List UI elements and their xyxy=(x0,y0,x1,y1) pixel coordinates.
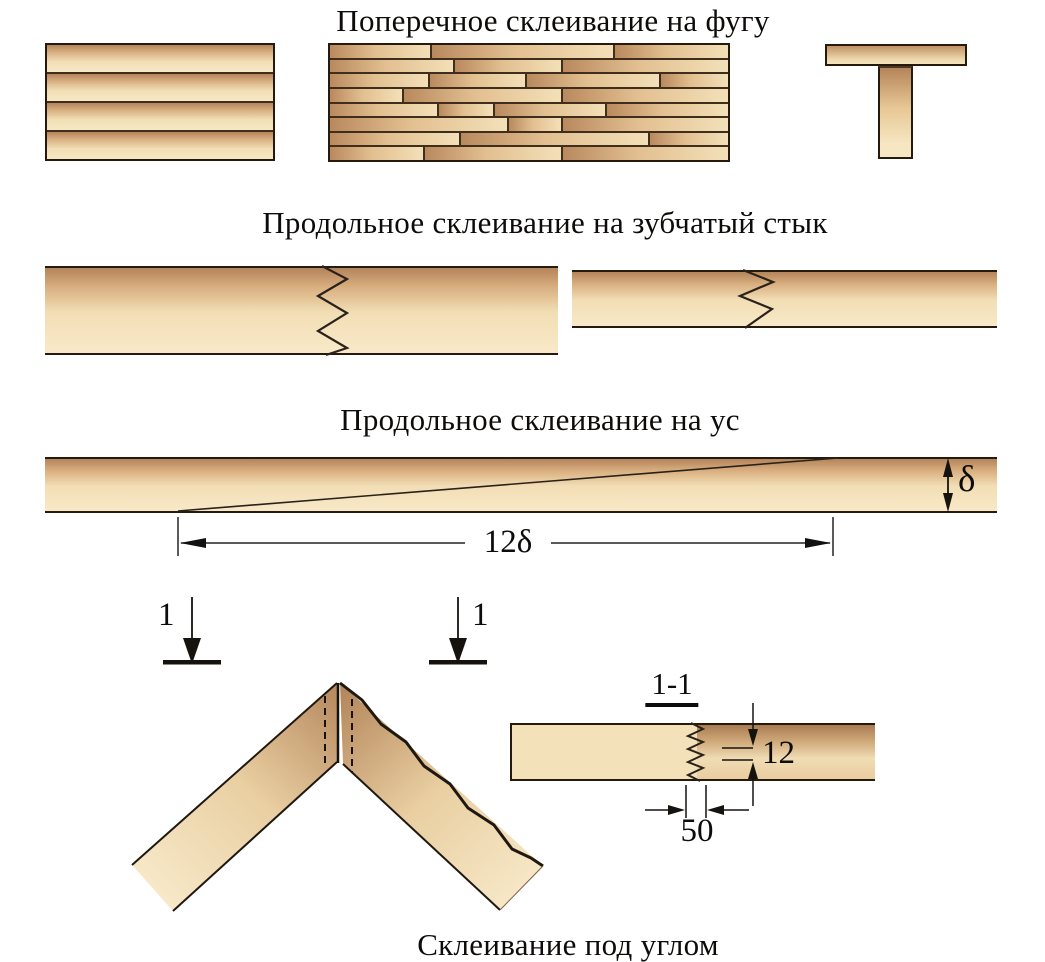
panel-plank-segment xyxy=(427,74,526,87)
plank xyxy=(47,101,273,130)
panel-row xyxy=(330,145,728,160)
tooth-pitch-label: 12 xyxy=(762,735,795,771)
plank xyxy=(47,72,273,101)
panel-plank-segment xyxy=(560,88,728,102)
finger-joint-zigzag-wide xyxy=(315,265,350,357)
scarf-cut-line xyxy=(177,457,839,512)
section-mark-right xyxy=(429,597,487,665)
panel-row xyxy=(330,101,728,117)
panel-plank-segment xyxy=(525,74,659,87)
panel-plank-segment xyxy=(493,103,605,117)
miter-joint xyxy=(131,681,544,912)
panel-plank-segment xyxy=(453,59,561,73)
panel-plank-segment xyxy=(560,147,728,160)
finger-joint-board-wide xyxy=(45,266,558,355)
plank xyxy=(47,45,273,72)
detail-board-gradient-part xyxy=(697,725,875,779)
panel-plank-segment xyxy=(437,103,494,117)
panel-plank-segment xyxy=(330,88,402,102)
delta-thickness-arrow xyxy=(943,458,953,512)
finger-joint-zigzag-narrow xyxy=(737,268,776,329)
title-transverse-gluing: Поперечное склеивание на фугу xyxy=(336,3,770,38)
title-scarf-joint-gluing: Продольное склеивание на ус xyxy=(340,402,740,437)
panel-plank-segment xyxy=(458,132,649,146)
title-angle-gluing: Склеивание под углом xyxy=(417,927,719,962)
t-profile-stem xyxy=(878,66,913,159)
panel-row xyxy=(330,130,728,146)
t-profile-flange xyxy=(825,44,967,66)
panel-plank-segment xyxy=(330,59,454,73)
dimension-50 xyxy=(645,785,749,818)
panel-row xyxy=(330,72,728,87)
detail-1-1-board xyxy=(510,723,875,781)
scarf-joint-board xyxy=(45,457,997,513)
panel-plank-segment xyxy=(604,103,728,117)
panel-row xyxy=(330,57,728,73)
panel-plank-segment xyxy=(330,147,423,160)
panel-plank-segment xyxy=(330,74,428,87)
panel-plank-segment xyxy=(507,118,561,131)
section-label-left: 1 xyxy=(158,597,175,633)
panel-plank-segment xyxy=(330,45,430,58)
scarf-length-label: 12δ xyxy=(483,524,533,560)
panel-plank-segment xyxy=(330,103,438,117)
panel-plank-segment xyxy=(560,118,728,131)
panel-plank-segment xyxy=(658,74,728,87)
panel-plank-segment xyxy=(401,88,561,102)
plank xyxy=(47,130,273,159)
finger-joint-board-narrow xyxy=(572,270,997,328)
section-label-right: 1 xyxy=(472,597,489,633)
detail-header-label: 1-1 xyxy=(645,666,699,707)
panel-plank-segment xyxy=(422,147,561,160)
panel-row xyxy=(330,86,728,102)
panel-plank-segment xyxy=(648,132,728,146)
dimension-12 xyxy=(722,703,758,806)
laminated-planks-board xyxy=(45,43,275,161)
detail-zigzag xyxy=(685,722,706,782)
edge-glued-panel xyxy=(328,43,730,162)
panel-plank-segment xyxy=(429,45,613,58)
delta-label: δ xyxy=(958,459,976,500)
panel-plank-segment xyxy=(330,118,508,131)
tooth-length-label: 50 xyxy=(680,813,714,849)
panel-row xyxy=(330,45,728,58)
miter-rough-edge xyxy=(339,681,544,868)
section-mark-left xyxy=(163,597,221,665)
panel-plank-segment xyxy=(560,59,728,73)
panel-plank-segment xyxy=(330,132,459,146)
dimension-12delta xyxy=(177,517,834,556)
title-finger-joint-gluing: Продольное склеивание на зубчатый стык xyxy=(262,205,828,240)
panel-plank-segment xyxy=(612,45,728,58)
panel-row xyxy=(330,116,728,131)
